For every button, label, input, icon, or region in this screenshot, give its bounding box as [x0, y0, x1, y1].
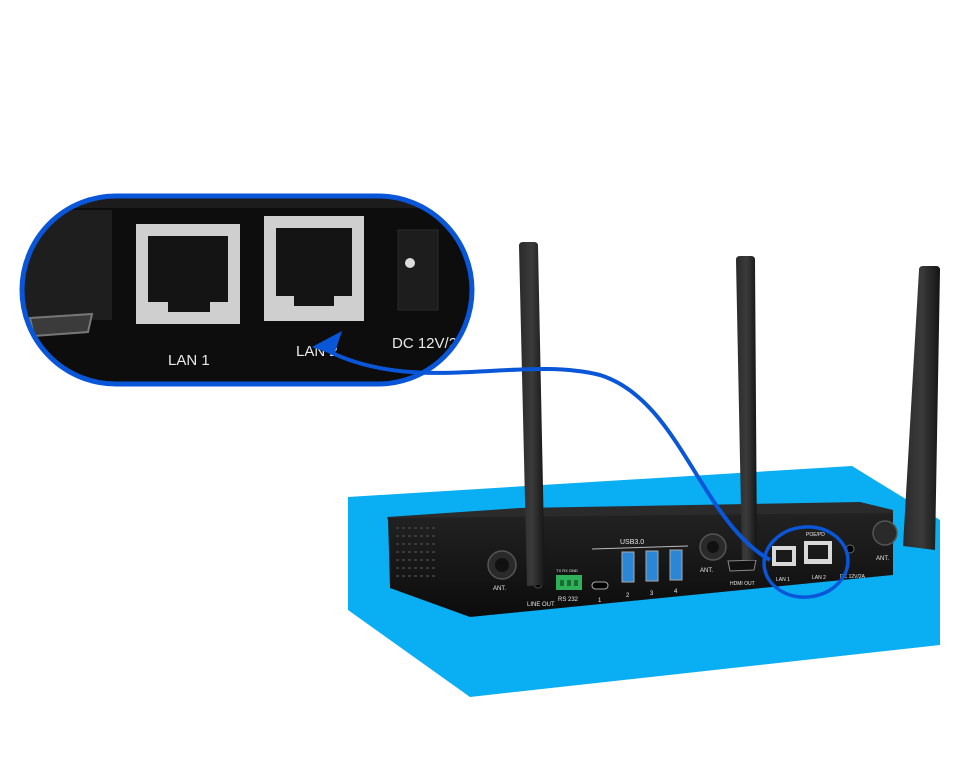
arrow-head	[312, 331, 342, 355]
hdmi-port	[727, 559, 757, 572]
lan-highlight-ring	[762, 525, 850, 599]
antenna-mid	[736, 256, 757, 560]
rs232-label: RS 232	[558, 597, 579, 603]
lan1-label: LAN 1	[776, 577, 790, 583]
antenna-base-right	[872, 520, 898, 546]
device-front	[388, 513, 893, 617]
vent-grille	[396, 527, 435, 577]
antenna-left	[519, 242, 545, 586]
usb-c-port	[591, 581, 609, 590]
connector-arrow	[329, 350, 771, 562]
callout-hdmi-label: HDMI OUT	[0, 363, 60, 379]
dc-label: DC 12V/2A	[840, 574, 866, 580]
antenna-connector-mid	[707, 541, 719, 553]
usb-header-line	[591, 545, 689, 550]
usb-port-2	[621, 551, 635, 583]
usb-port-3-number: 3	[650, 591, 654, 597]
callout-dc-jack	[397, 229, 439, 311]
router-device: ANT. LINE OUT TX RX GND RS 232 USB3.0 1 …	[387, 502, 898, 617]
rs232-pins-label: TX RX GND	[556, 568, 578, 573]
usb-header-label: USB3.0	[620, 539, 644, 546]
ant-mid-label: ANT.	[700, 568, 713, 574]
antenna-right	[903, 266, 940, 550]
usb-port-4-number: 4	[674, 589, 678, 595]
callout-dc-label: DC 12V/2A	[392, 335, 467, 352]
antenna-connector-left	[495, 558, 509, 572]
usb-port-2-number: 2	[626, 593, 630, 599]
callout-border	[19, 193, 475, 387]
usb-port-3	[645, 550, 659, 582]
ant-left-label: ANT.	[493, 586, 506, 592]
ant-right-label: ANT.	[876, 556, 889, 562]
usb-c-number: 1	[598, 598, 602, 604]
poe-label: POE/PD	[806, 532, 825, 538]
lan2-label: LAN 2	[812, 575, 826, 581]
usb-port-4	[669, 549, 683, 581]
hdmi-label: HDMI OUT	[730, 581, 755, 587]
callout-zoom: HDMI OUT LAN 1 LAN 2 DC 12V/2A	[0, 193, 475, 387]
antennas	[519, 242, 940, 586]
callout-lan1-label: LAN 1	[168, 352, 210, 369]
line-out-label: LINE OUT	[527, 602, 555, 608]
